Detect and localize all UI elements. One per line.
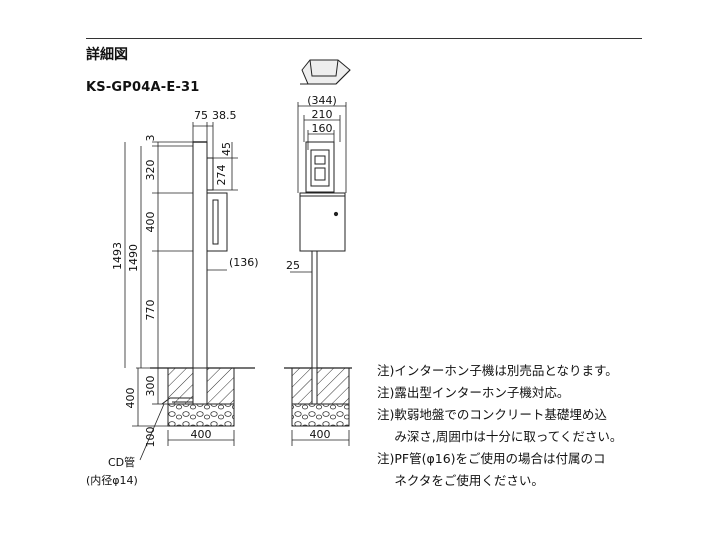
note-mark: 注) xyxy=(377,451,395,466)
note-item: 注) 露出型インターホン子機対応。 xyxy=(377,382,647,404)
note-item: 注) PF管(φ16)をご使用の場合は付属のコ ネクタをご使用ください。 xyxy=(377,448,647,492)
dim-top-38-5: 38.5 xyxy=(212,109,237,122)
note-text: み深さ,周囲巾は十分に取ってください。 xyxy=(394,429,623,444)
note-item: 注) インターホン子機は別売品となります。 xyxy=(377,360,647,382)
dim-front-344: (344) xyxy=(307,94,337,107)
front-view xyxy=(284,59,352,427)
note-text: 軟弱地盤でのコンクリート基礎埋め込 xyxy=(394,407,607,422)
cd-pipe-label: CD管 xyxy=(108,455,135,469)
dim-total-1493: 1493 xyxy=(111,242,124,270)
dim-total-1490: 1490 xyxy=(127,244,140,272)
note-mark: 注) xyxy=(377,385,395,400)
note-text: インターホン子機は別売品となります。 xyxy=(394,363,618,378)
dim-right-45: 45 xyxy=(220,142,233,156)
page-title: 詳細図 xyxy=(86,47,128,63)
note-mark: 注) xyxy=(377,407,395,422)
dim-left-3: 3 xyxy=(144,135,157,142)
note-text: PF管(φ16)をご使用の場合は付属のコ xyxy=(394,451,606,466)
dim-right-274: 274 xyxy=(215,165,228,186)
dim-right-136: (136) xyxy=(229,256,259,269)
dim-foundation-width-side: 400 xyxy=(191,428,212,441)
dim-ground-300: 300 xyxy=(144,376,157,397)
dim-front-210: 210 xyxy=(312,108,333,121)
cd-pipe-inner: (内径φ14) xyxy=(86,473,138,487)
header-rule xyxy=(86,38,642,39)
note-item: 注) 軟弱地盤でのコンクリート基礎埋め込 み深さ,周囲巾は十分に取ってください。 xyxy=(377,404,647,448)
note-text: ネクタをご使用ください。 xyxy=(394,473,544,488)
dim-ground-100: 100 xyxy=(144,427,157,448)
notes-list: 注) インターホン子機は別売品となります。 注) 露出型インターホン子機対応。 … xyxy=(377,360,647,492)
model-number: KS-GP04A-E-31 xyxy=(86,80,200,95)
side-view xyxy=(150,141,255,427)
dim-left-320: 320 xyxy=(144,160,157,181)
note-text: 露出型インターホン子機対応。 xyxy=(394,385,570,400)
dim-front-25: 25 xyxy=(286,259,300,272)
dim-front-160: 160 xyxy=(312,122,333,135)
note-mark: 注) xyxy=(377,363,395,378)
dim-top-75: 75 xyxy=(194,109,208,122)
dim-ground-total: 400 xyxy=(124,388,137,409)
dim-left-770: 770 xyxy=(144,300,157,321)
dim-left-400: 400 xyxy=(144,212,157,233)
dim-foundation-width-front: 400 xyxy=(310,428,331,441)
